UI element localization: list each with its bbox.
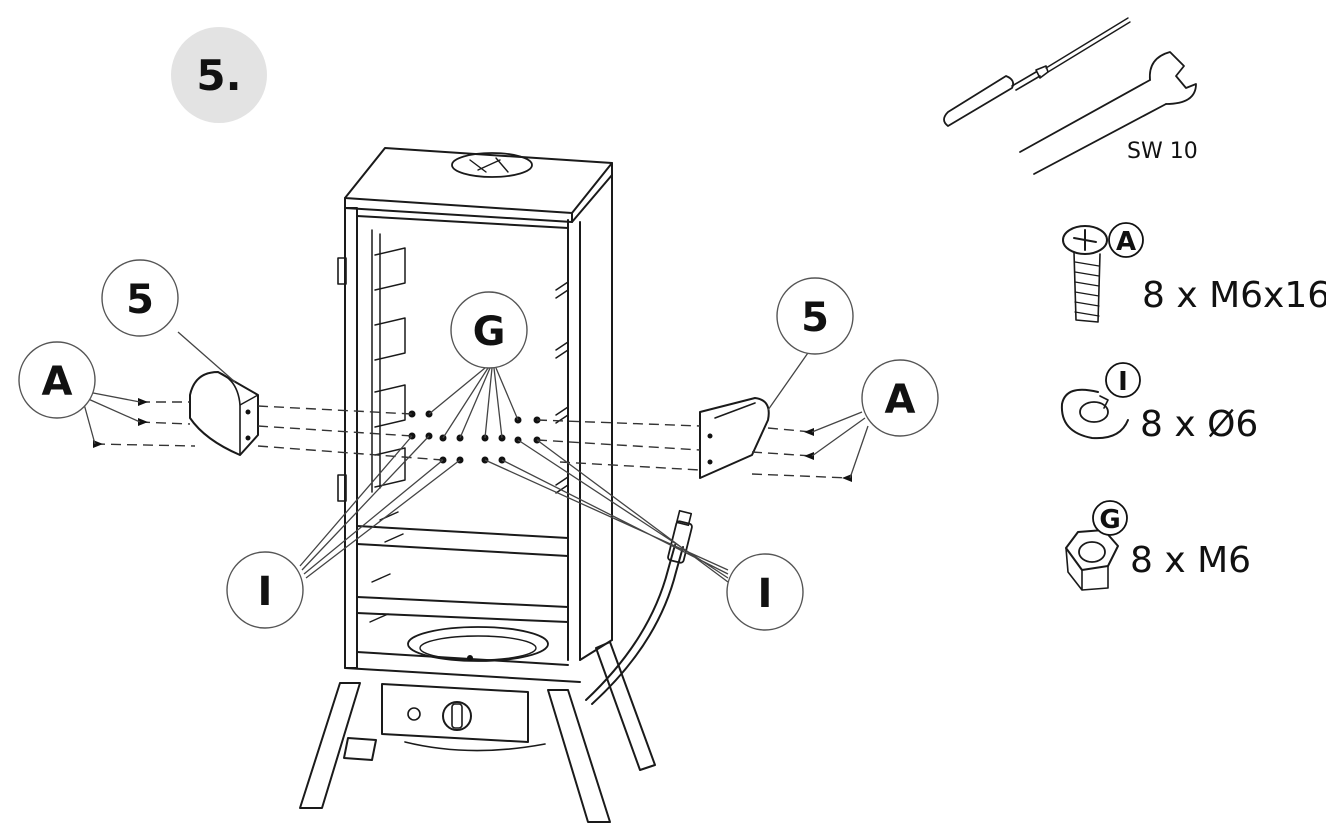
- hardware-qty-g: 8 x M6: [1130, 540, 1251, 581]
- svg-text:5: 5: [126, 277, 154, 323]
- hardware-badge-i: I: [1105, 362, 1141, 398]
- right-bracket-drawing: [699, 397, 770, 479]
- svg-text:I: I: [258, 569, 273, 615]
- hardware-legend: A 8 x M6x16 I 8 x Ø6 G 8 x M6: [1060, 222, 1326, 591]
- svg-text:A: A: [42, 359, 73, 405]
- wrench-icon: [1019, 51, 1197, 175]
- svg-text:A: A: [1116, 227, 1136, 257]
- hardware-badge-a: A: [1108, 222, 1144, 258]
- svg-text:A: A: [885, 377, 916, 423]
- step-badge: 5.: [171, 27, 267, 123]
- bolt-icon: [1062, 225, 1108, 323]
- callout-screw-right: A: [861, 359, 939, 437]
- hardware-qty-a: 8 x M6x16: [1142, 275, 1326, 316]
- callout-nut: G: [450, 291, 528, 369]
- hardware-badge-g: G: [1092, 500, 1128, 536]
- screwdriver-icon: [943, 17, 1131, 127]
- callout-part-right: 5: [776, 277, 854, 355]
- hardware-qty-i: 8 x Ø6: [1140, 404, 1258, 445]
- callout-screw-left: A: [18, 341, 96, 419]
- callout-part-left: 5: [101, 259, 179, 337]
- svg-text:G: G: [473, 309, 506, 355]
- svg-text:5: 5: [801, 295, 829, 341]
- leader-lines: [83, 331, 869, 583]
- callout-washer-left: I: [226, 551, 304, 629]
- washer-icon: [1060, 388, 1129, 440]
- step-label: 5.: [196, 51, 241, 100]
- svg-text:I: I: [758, 571, 773, 617]
- svg-text:G: G: [1099, 505, 1120, 535]
- smoker-cabinet-drawing: [299, 147, 693, 823]
- wrench-size-label: SW 10: [1127, 139, 1198, 164]
- hex-nut-icon: [1065, 529, 1119, 591]
- svg-text:I: I: [1118, 367, 1128, 397]
- left-bracket-drawing: [189, 371, 259, 456]
- callout-washer-right: I: [726, 553, 804, 631]
- bolt-path-lines: [93, 398, 852, 482]
